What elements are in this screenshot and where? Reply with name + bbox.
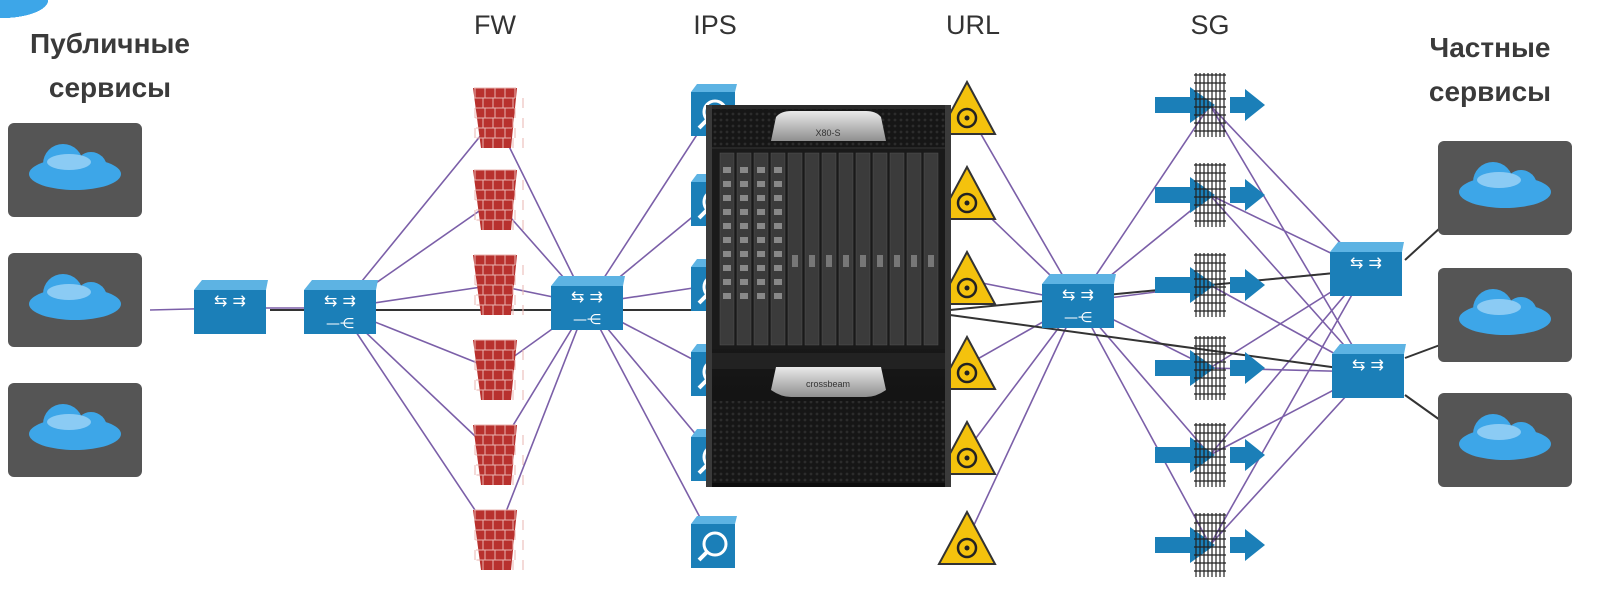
svg-text:⇆ ⇉: ⇆ ⇉	[571, 287, 603, 306]
switch-private-top: ⇆ ⇉	[1330, 242, 1404, 296]
link-line	[1077, 301, 1211, 546]
biohazard-icon	[937, 164, 997, 220]
column-label-fw: FW	[474, 10, 516, 40]
private-services-line-1: Частные	[1429, 32, 1551, 63]
chassis-model-label: X80-S	[815, 128, 840, 138]
link-line	[586, 303, 714, 543]
switch-core-left: ⇆ ⇉ —⋲	[304, 280, 378, 334]
svg-text:—⋲: —⋲	[1064, 310, 1092, 326]
switch-icon	[1330, 252, 1402, 296]
link-line	[1209, 269, 1367, 546]
crossbeam-chassis: X80-S crossbeam	[706, 105, 951, 487]
private-services-line-2: сервисы	[1428, 76, 1552, 107]
svg-text:⇆ ⇉: ⇆ ⇉	[324, 291, 356, 310]
gateway-arrow-icon	[1155, 423, 1265, 487]
link-line	[1209, 269, 1367, 456]
firewall-icon	[473, 424, 524, 485]
link-line	[1404, 394, 1441, 421]
switch-icon	[1332, 354, 1404, 398]
switch-fw-ips: ⇆ ⇉ —⋲	[551, 276, 625, 330]
column-label-ips: IPS	[693, 10, 737, 40]
link-line	[1077, 104, 1211, 303]
gateway-arrow-icon	[1155, 253, 1265, 317]
ips-magnifier-icon	[691, 516, 737, 568]
link-line	[494, 303, 588, 541]
link-line	[1209, 371, 1369, 546]
public-service-cloud-1	[0, 0, 142, 217]
svg-text:⇆ ⇉: ⇆ ⇉	[1352, 355, 1384, 374]
private-services-heading: Частные сервисы	[1390, 26, 1590, 114]
svg-text:⇆ ⇉: ⇆ ⇉	[214, 291, 246, 310]
switch-url-sg: ⇆ ⇉ —⋲	[1042, 274, 1116, 328]
public-services-line-1: Публичные	[30, 28, 190, 59]
firewall-icon	[473, 339, 524, 400]
switch-icon	[1042, 284, 1114, 328]
link-line	[966, 301, 1079, 541]
firewall-icon	[473, 254, 524, 315]
link-line	[966, 109, 1079, 303]
link-line	[586, 109, 714, 305]
firewall-icon	[473, 509, 524, 570]
private-service-cloud-1	[0, 0, 1572, 235]
link-line	[1209, 104, 1369, 373]
link-line	[1209, 194, 1369, 373]
firewall-icon	[473, 169, 524, 230]
switch-private-bottom: ⇆ ⇉	[1332, 344, 1406, 398]
gateway-arrow-icon	[1155, 336, 1265, 400]
private-service-cloud-3	[0, 0, 1572, 487]
chassis-brand-label: crossbeam	[806, 379, 850, 389]
svg-text:⇆ ⇉: ⇆ ⇉	[1062, 285, 1094, 304]
link-line	[339, 117, 496, 309]
public-services-line-2: сервисы	[48, 72, 172, 103]
biohazard-icon	[937, 509, 997, 565]
link-line	[339, 307, 496, 541]
link-line	[949, 314, 1369, 373]
gateway-arrow-icon	[1155, 73, 1265, 137]
svg-text:—⋲: —⋲	[573, 312, 601, 328]
svg-text:—⋲: —⋲	[326, 316, 354, 332]
switch-icon	[551, 286, 623, 330]
link-line	[1404, 227, 1441, 261]
gateway-arrow-icon	[1155, 163, 1265, 227]
switch-edge-left: ⇆ ⇉	[194, 280, 268, 334]
gateway-arrow-icon	[1155, 513, 1265, 577]
svg-text:⇆ ⇉: ⇆ ⇉	[1350, 253, 1382, 272]
biohazard-icon	[937, 334, 997, 390]
link-line	[1404, 344, 1441, 359]
public-services-heading: Публичные сервисы	[10, 22, 210, 110]
biohazard-icon	[937, 419, 997, 475]
switch-icon	[194, 290, 266, 334]
switch-icon	[304, 290, 376, 334]
biohazard-icon	[937, 249, 997, 305]
column-label-url: URL	[945, 10, 1000, 40]
firewall-icon	[473, 87, 524, 148]
biohazard-icon	[937, 79, 997, 135]
link-line	[494, 117, 588, 305]
private-service-cloud-2	[0, 0, 1572, 362]
column-label-sg: SG	[1190, 10, 1230, 40]
